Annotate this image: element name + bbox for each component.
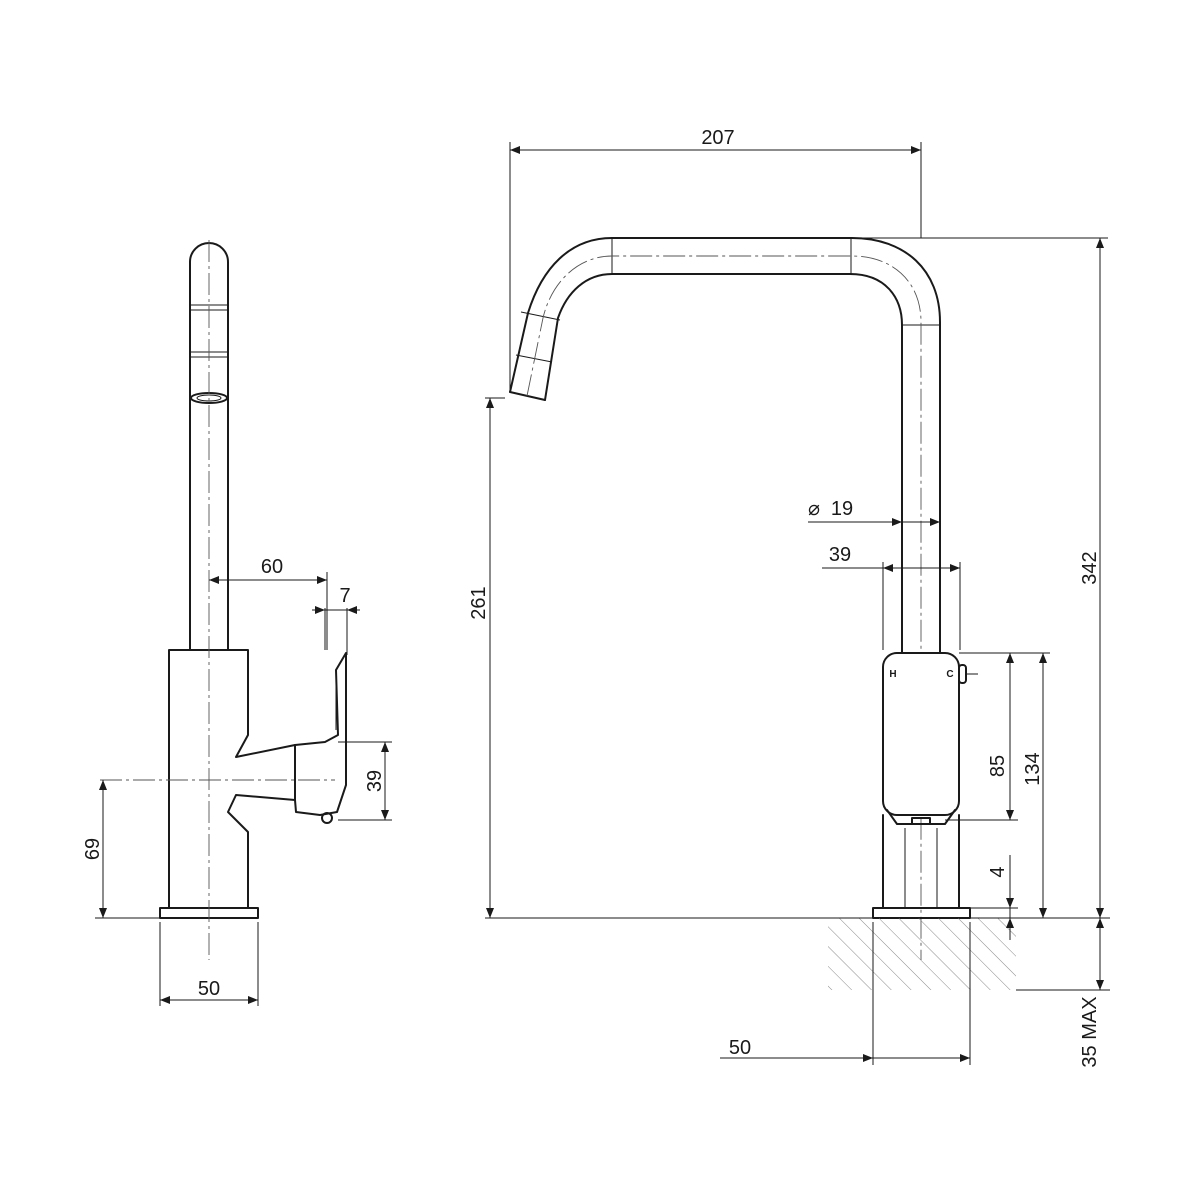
side-dim-69-label: 69 [82,838,104,860]
front-spout-tube [509,237,941,654]
front-dim-overall-height: 342 [852,237,1108,918]
front-dim-39-label: 39 [829,544,851,566]
diameter-symbol: ⌀ [808,498,820,520]
front-dim-134-label: 134 [1022,752,1044,785]
side-dim-lever-height: 39 [338,741,392,821]
front-dim-207-label: 207 [701,127,734,149]
front-dim-50-label: 50 [729,1037,751,1059]
side-lever-button [321,812,333,824]
front-dim-body-height: 134 [1022,653,1047,918]
front-dim-261-label: 261 [468,586,490,619]
side-dim-base-width: 50 [159,922,259,1006]
front-tube-segment-line [515,354,553,363]
front-lever-button [911,817,931,825]
side-dim-spout-offset: 60 [209,556,328,650]
front-base-plate [872,907,971,919]
cold-label: C [946,669,953,680]
front-tube-segment-line [520,311,561,321]
side-dim-7-label: 7 [339,585,350,607]
front-dim-handle-height: 85 [945,652,1050,821]
front-dim-gap: 4 [960,855,1018,940]
front-lever-handle [882,652,960,816]
side-dim-lever-thickness: 7 [312,585,360,655]
side-dim-39-label: 39 [364,770,386,792]
front-dim-bench-thickness: 35 MAX [1079,918,1104,1068]
side-dim-50-label: 50 [198,978,220,1000]
front-dim-19-label: 19 [831,498,853,520]
front-dim-base-width: 50 [720,922,971,1065]
front-dim-342-label: 342 [1079,551,1101,584]
front-dim-reach: 207 [509,127,922,390]
front-dim-85-label: 85 [987,755,1009,777]
front-dim-body-width: 39 [822,544,961,650]
front-dim-pipe-diameter: ⌀ 19 [808,498,940,526]
side-lever-handle [294,652,347,816]
front-view: H C 207 342 35 MAX [468,127,1110,1068]
front-spout-tip [509,391,546,401]
hot-label: H [889,669,896,680]
side-view: 60 7 39 69 [82,240,392,1006]
benchtop-section [828,918,1016,990]
side-body [168,649,296,909]
side-dim-lever-axis-height: 69 [82,780,165,919]
front-dim-4-label: 4 [987,866,1009,877]
front-cold-indicator [958,664,967,684]
side-base-plate [159,907,259,919]
side-dim-60-label: 60 [261,556,283,578]
front-spout-centerline [526,255,922,960]
front-dim-35max-label: 35 MAX [1079,996,1101,1067]
front-dim-spout-height: 261 [468,397,505,918]
